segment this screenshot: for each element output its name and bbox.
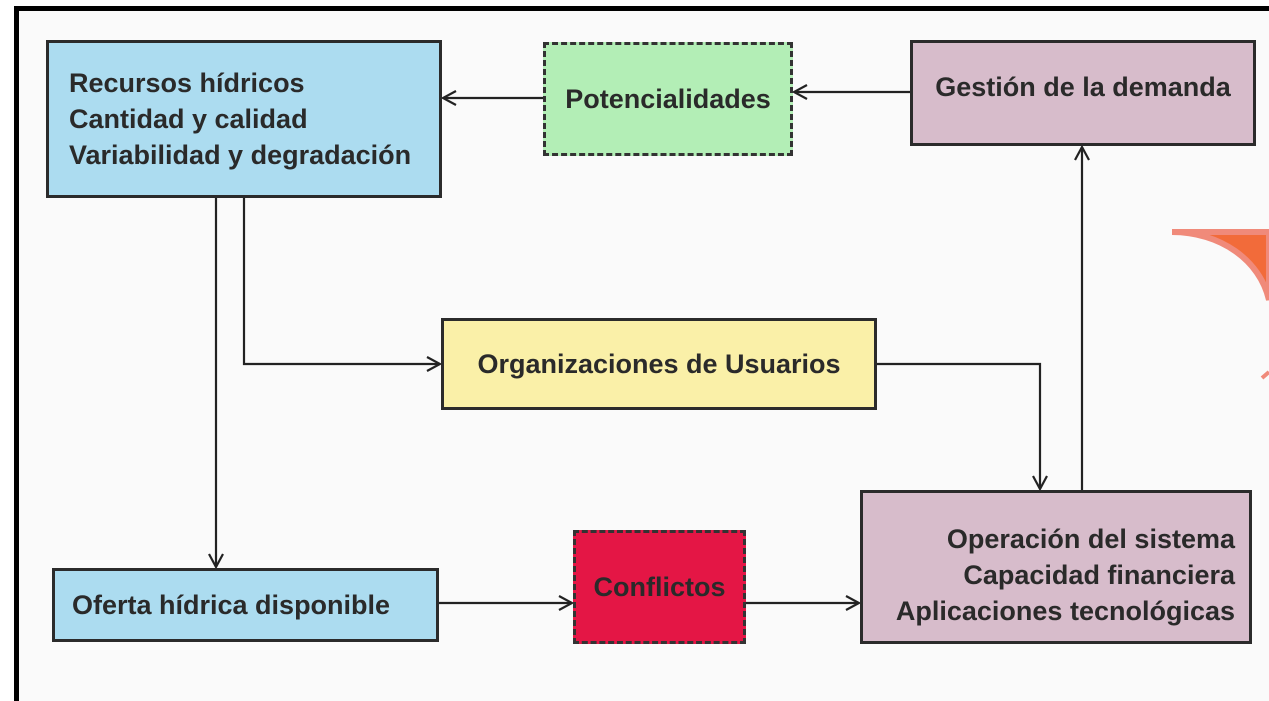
node-recursos-line-3: Variabilidad y degradación: [69, 140, 412, 170]
node-organizaciones-label: Organizaciones de Usuarios: [477, 349, 841, 379]
decorative-orange-tick: [1260, 370, 1269, 380]
node-oferta-label: Oferta hídrica disponible: [72, 590, 391, 620]
node-conflictos-label: Conflictos: [593, 572, 726, 602]
node-oferta-hidrica: Oferta hídrica disponible: [52, 568, 439, 642]
node-conflictos: Conflictos: [573, 530, 746, 644]
node-operacion-line-1: Operación del sistema: [946, 524, 1235, 554]
node-potencialidades: Potencialidades: [543, 42, 793, 156]
arrow-recursos-to-organizaciones: [242, 198, 440, 364]
node-operacion-line-3: Aplicaciones tecnológicas: [895, 596, 1235, 626]
node-recursos-line-1: Recursos hídricos: [69, 68, 305, 98]
node-gestion-label: Gestión de la demanda: [935, 72, 1231, 102]
node-recursos-hidricos: Recursos hídricos Cantidad y calidad Var…: [46, 40, 442, 198]
node-operacion-sistema: Operación del sistema Capacidad financie…: [860, 490, 1252, 644]
node-recursos-line-2: Cantidad y calidad: [69, 104, 308, 134]
arrow-organizaciones-to-operacion: [877, 362, 1040, 489]
decorative-orange-shape: [1171, 229, 1269, 301]
node-gestion-demanda: Gestión de la demanda: [910, 40, 1256, 146]
node-organizaciones-usuarios: Organizaciones de Usuarios: [441, 318, 877, 410]
node-potencialidades-label: Potencialidades: [565, 84, 771, 114]
node-operacion-line-2: Capacidad financiera: [963, 560, 1235, 590]
